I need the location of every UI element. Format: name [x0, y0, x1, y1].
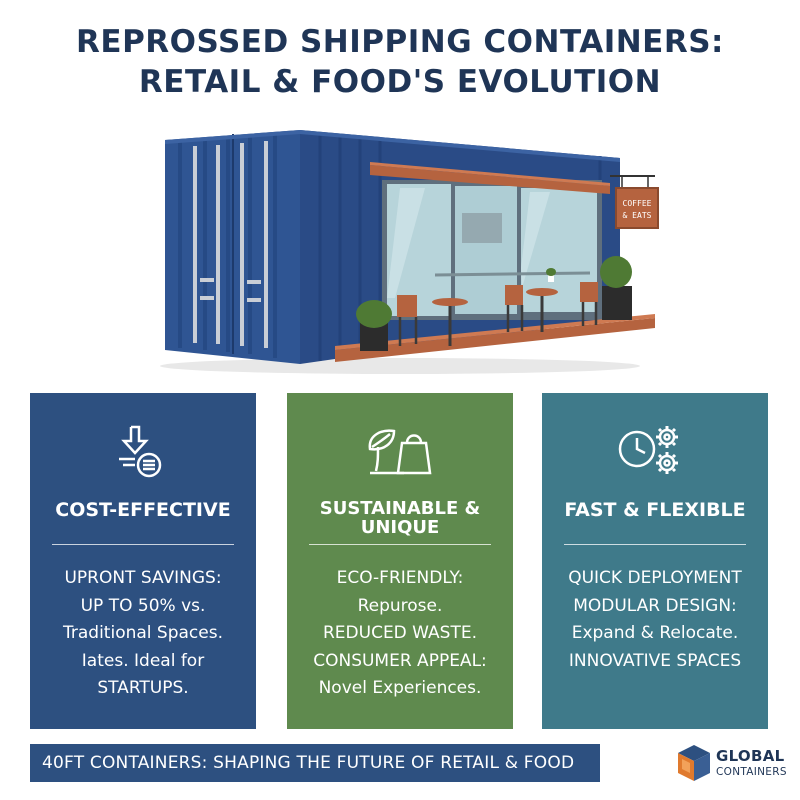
- cube-logo-icon: [678, 745, 710, 781]
- container-cafe-illustration: COFFEE & EATS: [160, 130, 659, 374]
- card-body: ECO-FRIENDLY: Repurose. REDUCED WASTE. C…: [293, 565, 507, 703]
- sign-line-2: & EATS: [623, 211, 652, 220]
- title-line-2: RETAIL & FOOD'S EVOLUTION: [138, 64, 662, 100]
- cost-effective-card: COST-EFFECTIVE UPRONT SAVINGS: UP TO 50%…: [30, 393, 256, 729]
- title-line-1: REPROSSED SHIPPING CONTAINERS:: [76, 24, 724, 60]
- card-line: ECO-FRIENDLY:: [336, 568, 464, 588]
- card-line: UP TO 50% vs.: [80, 595, 206, 616]
- brand-logo: GLOBAL CONTAINERS: [676, 741, 786, 787]
- card-heading-line-2: UNIQUE: [360, 517, 440, 538]
- card-line: Iates. Ideal for: [81, 650, 205, 671]
- card-line: Traditional Spaces.: [63, 623, 223, 643]
- card-line: Expand & Relocate.: [571, 623, 739, 643]
- card-line: INNOVATIVE SPACES: [568, 650, 742, 671]
- fast-flexible-card: FAST & FLEXIBLE QUICK DEPLOYMENT MODULAR…: [542, 393, 768, 729]
- card-line: MODULAR DESIGN:: [573, 595, 737, 616]
- brand-name-line-2: CONTAINERS: [716, 766, 787, 778]
- card-line: UPRONT SAVINGS:: [64, 568, 222, 588]
- card-line: CONSUMER APPEAL:: [313, 650, 487, 671]
- card-heading: FAST & FLEXIBLE: [564, 499, 746, 521]
- card-body: QUICK DEPLOYMENT MODULAR DESIGN: Expand …: [548, 565, 762, 675]
- clock-gears-icon: [618, 426, 678, 474]
- card-heading-line-1: SUSTAINABLE &: [319, 498, 481, 519]
- card-line: Novel Experiences.: [318, 678, 482, 698]
- leaf-shopping-bag-icon: [368, 429, 432, 475]
- card-line: Repurose.: [357, 595, 443, 616]
- download-coin-icon: [119, 425, 162, 478]
- divider: [309, 544, 491, 545]
- card-line: REDUCED WASTE.: [322, 623, 478, 643]
- divider: [52, 544, 234, 545]
- page-title: REPROSSED SHIPPING CONTAINERS: RETAIL & …: [0, 22, 800, 102]
- sustainable-unique-card: SUSTAINABLE & UNIQUE ECO-FRIENDLY: Repur…: [287, 393, 513, 729]
- card-heading: COST-EFFECTIVE: [55, 499, 231, 521]
- card-line: STARTUPS.: [97, 678, 189, 698]
- divider: [564, 544, 746, 545]
- footer-banner: 40FT CONTAINERS: SHAPING THE FUTURE OF R…: [30, 744, 600, 782]
- card-line: QUICK DEPLOYMENT: [568, 568, 742, 588]
- card-heading: SUSTAINABLE & UNIQUE: [295, 499, 505, 537]
- card-body: UPRONT SAVINGS: UP TO 50% vs. Traditiona…: [36, 565, 250, 703]
- sign-line-1: COFFEE: [623, 199, 652, 208]
- brand-name-line-1: GLOBAL: [716, 747, 785, 765]
